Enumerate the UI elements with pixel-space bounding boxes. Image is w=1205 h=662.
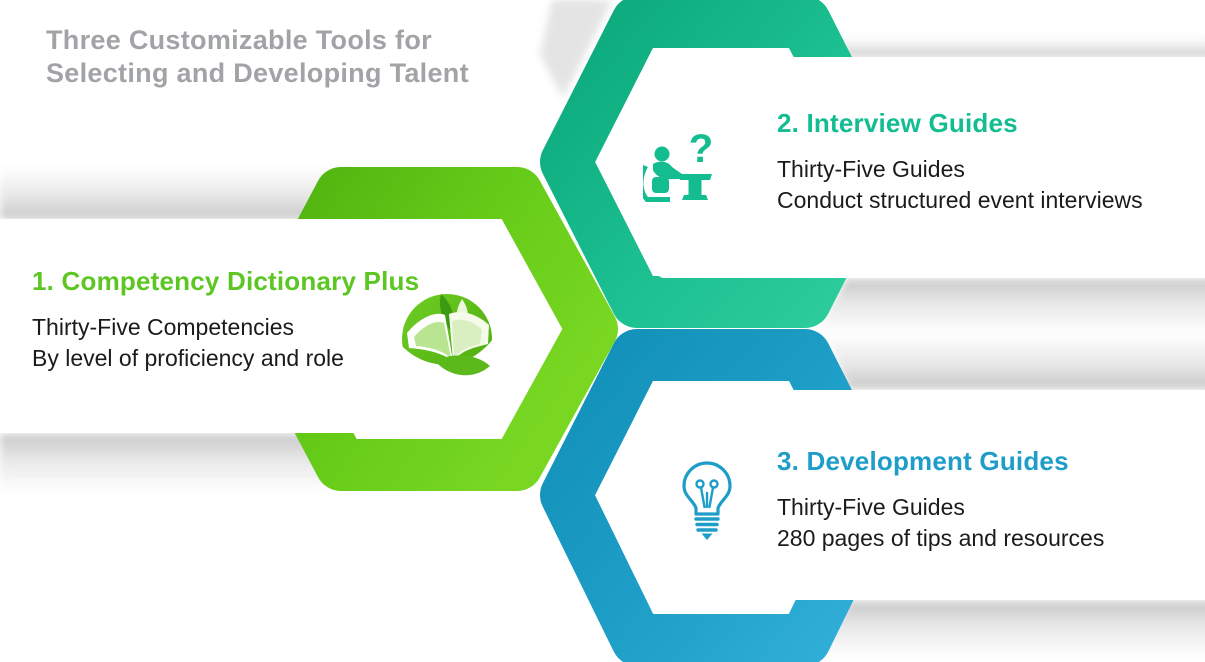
item1-description-line1: Thirty-Five Competencies — [32, 314, 295, 340]
page-title: Three Customizable Tools for Selecting a… — [46, 24, 469, 90]
item2-heading: 2. Interview Guides — [777, 108, 1018, 138]
interview-people-icon: ? — [643, 127, 713, 202]
item2-description-line1: Thirty-Five Guides — [777, 156, 965, 182]
page-title-line2: Selecting and Developing Talent — [46, 58, 469, 88]
open-book-icon — [401, 294, 493, 386]
person-left — [643, 146, 682, 202]
svg-text:?: ? — [689, 127, 713, 171]
content-band-2 — [604, 57, 1205, 278]
item2-description: Thirty-Five Guides Conduct structured ev… — [777, 154, 1143, 216]
item1-heading: 1. Competency Dictionary Plus — [32, 266, 420, 296]
item3-description-line2: 280 pages of tips and resources — [777, 525, 1105, 551]
item2-description-line2: Conduct structured event interviews — [777, 187, 1143, 213]
hexagon-green — [243, 167, 618, 491]
page-title-line1: Three Customizable Tools for — [46, 25, 432, 55]
content-band-3 — [604, 390, 1205, 600]
lightbulb-icon — [682, 461, 732, 540]
item3-description-line1: Thirty-Five Guides — [777, 494, 965, 520]
item1-description: Thirty-Five Competencies By level of pro… — [32, 312, 344, 374]
item1-description-line2: By level of proficiency and role — [32, 345, 344, 371]
item3-heading: 3. Development Guides — [777, 446, 1069, 476]
item3-description: Thirty-Five Guides 280 pages of tips and… — [777, 492, 1104, 554]
